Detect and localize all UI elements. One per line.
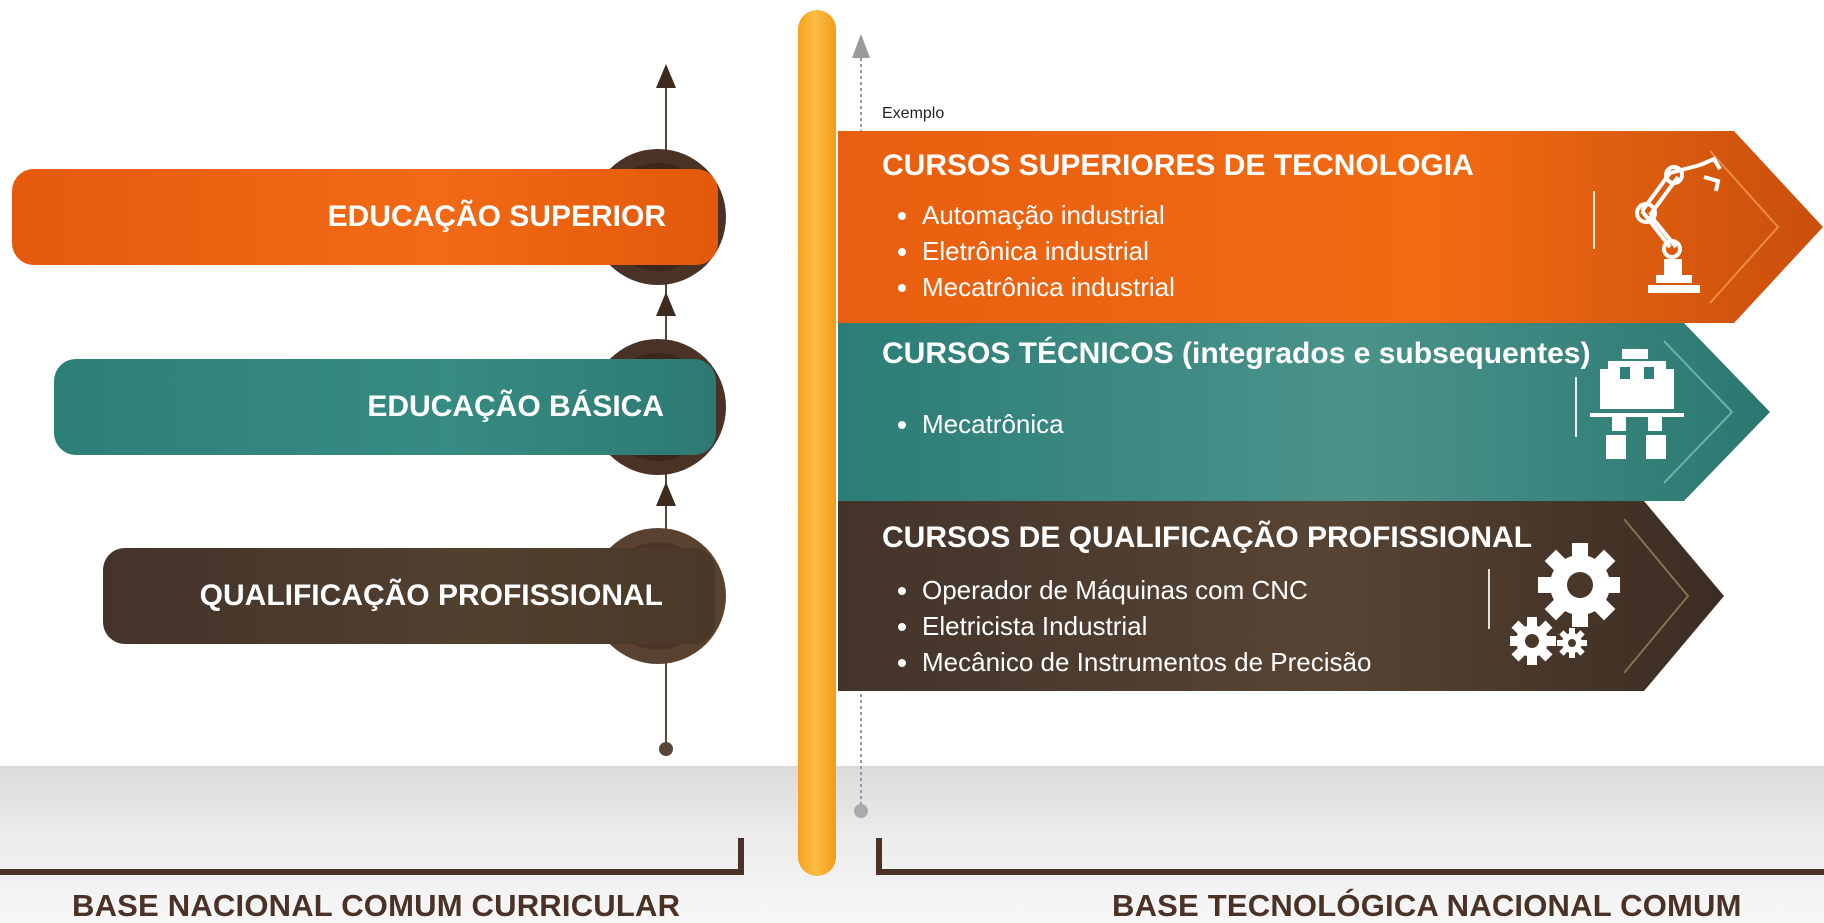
- center-divider-bar: [798, 10, 836, 876]
- exemplo-label: Exemplo: [882, 105, 945, 122]
- cursos-tecnicos-list: Mecatrônica: [894, 406, 1064, 442]
- cursos-superiores-panel: CURSOS SUPERIORES DE TECNOLOGIA Automaçã…: [838, 131, 1823, 323]
- qualificacao-profissional-pill: QUALIFICAÇÃO PROFISSIONAL: [103, 548, 715, 644]
- base-tecnologica-nacional-comum-label: BASE TECNOLÓGICA NACIONAL COMUM: [1112, 888, 1742, 923]
- arrow-up-gray-icon: [852, 34, 870, 58]
- list-item: Automação industrial: [894, 197, 1175, 233]
- timeline-end-dot: [659, 742, 673, 756]
- list-item: Mecatrônica industrial: [894, 269, 1175, 305]
- cursos-tecnicos-title: CURSOS TÉCNICOS (integrados e subsequent…: [882, 337, 1591, 370]
- robot-arm-icon: [1620, 155, 1732, 300]
- robot-machine-icon: [1590, 347, 1684, 482]
- cursos-superiores-title: CURSOS SUPERIORES DE TECNOLOGIA: [882, 149, 1474, 182]
- arrow-up-icon: [656, 64, 676, 88]
- base-bracket-left: [0, 838, 744, 875]
- cursos-superiores-list: Automação industrial Eletrônica industri…: [894, 197, 1175, 305]
- panel-divider: [1488, 569, 1490, 629]
- panel-divider: [1593, 191, 1595, 249]
- arrow-up-icon: [656, 292, 676, 316]
- educacao-superior-pill: EDUCAÇÃO SUPERIOR: [12, 169, 718, 265]
- list-item: Mecânico de Instrumentos de Precisão: [894, 644, 1371, 680]
- base-band: [0, 766, 1824, 923]
- cursos-qualificacao-list: Operador de Máquinas com CNC Eletricista…: [894, 572, 1371, 680]
- cursos-qualificacao-panel: CURSOS DE QUALIFICAÇÃO PROFISSIONAL Oper…: [838, 501, 1823, 691]
- cursos-qualificacao-title: CURSOS DE QUALIFICAÇÃO PROFISSIONAL: [882, 521, 1533, 554]
- base-nacional-comum-curricular-label: BASE NACIONAL COMUM CURRICULAR: [72, 888, 681, 923]
- list-item: Mecatrônica: [894, 406, 1064, 442]
- list-item: Operador de Máquinas com CNC: [894, 572, 1371, 608]
- cursos-tecnicos-panel: CURSOS TÉCNICOS (integrados e subsequent…: [838, 323, 1823, 501]
- list-item: Eletrônica industrial: [894, 233, 1175, 269]
- list-item: Eletricista Industrial: [894, 608, 1371, 644]
- arrow-up-icon: [656, 482, 676, 506]
- gears-icon: [1508, 539, 1622, 674]
- panel-divider: [1575, 377, 1577, 437]
- educacao-basica-pill: EDUCAÇÃO BÁSICA: [54, 359, 716, 455]
- base-bracket-right: [876, 838, 1824, 875]
